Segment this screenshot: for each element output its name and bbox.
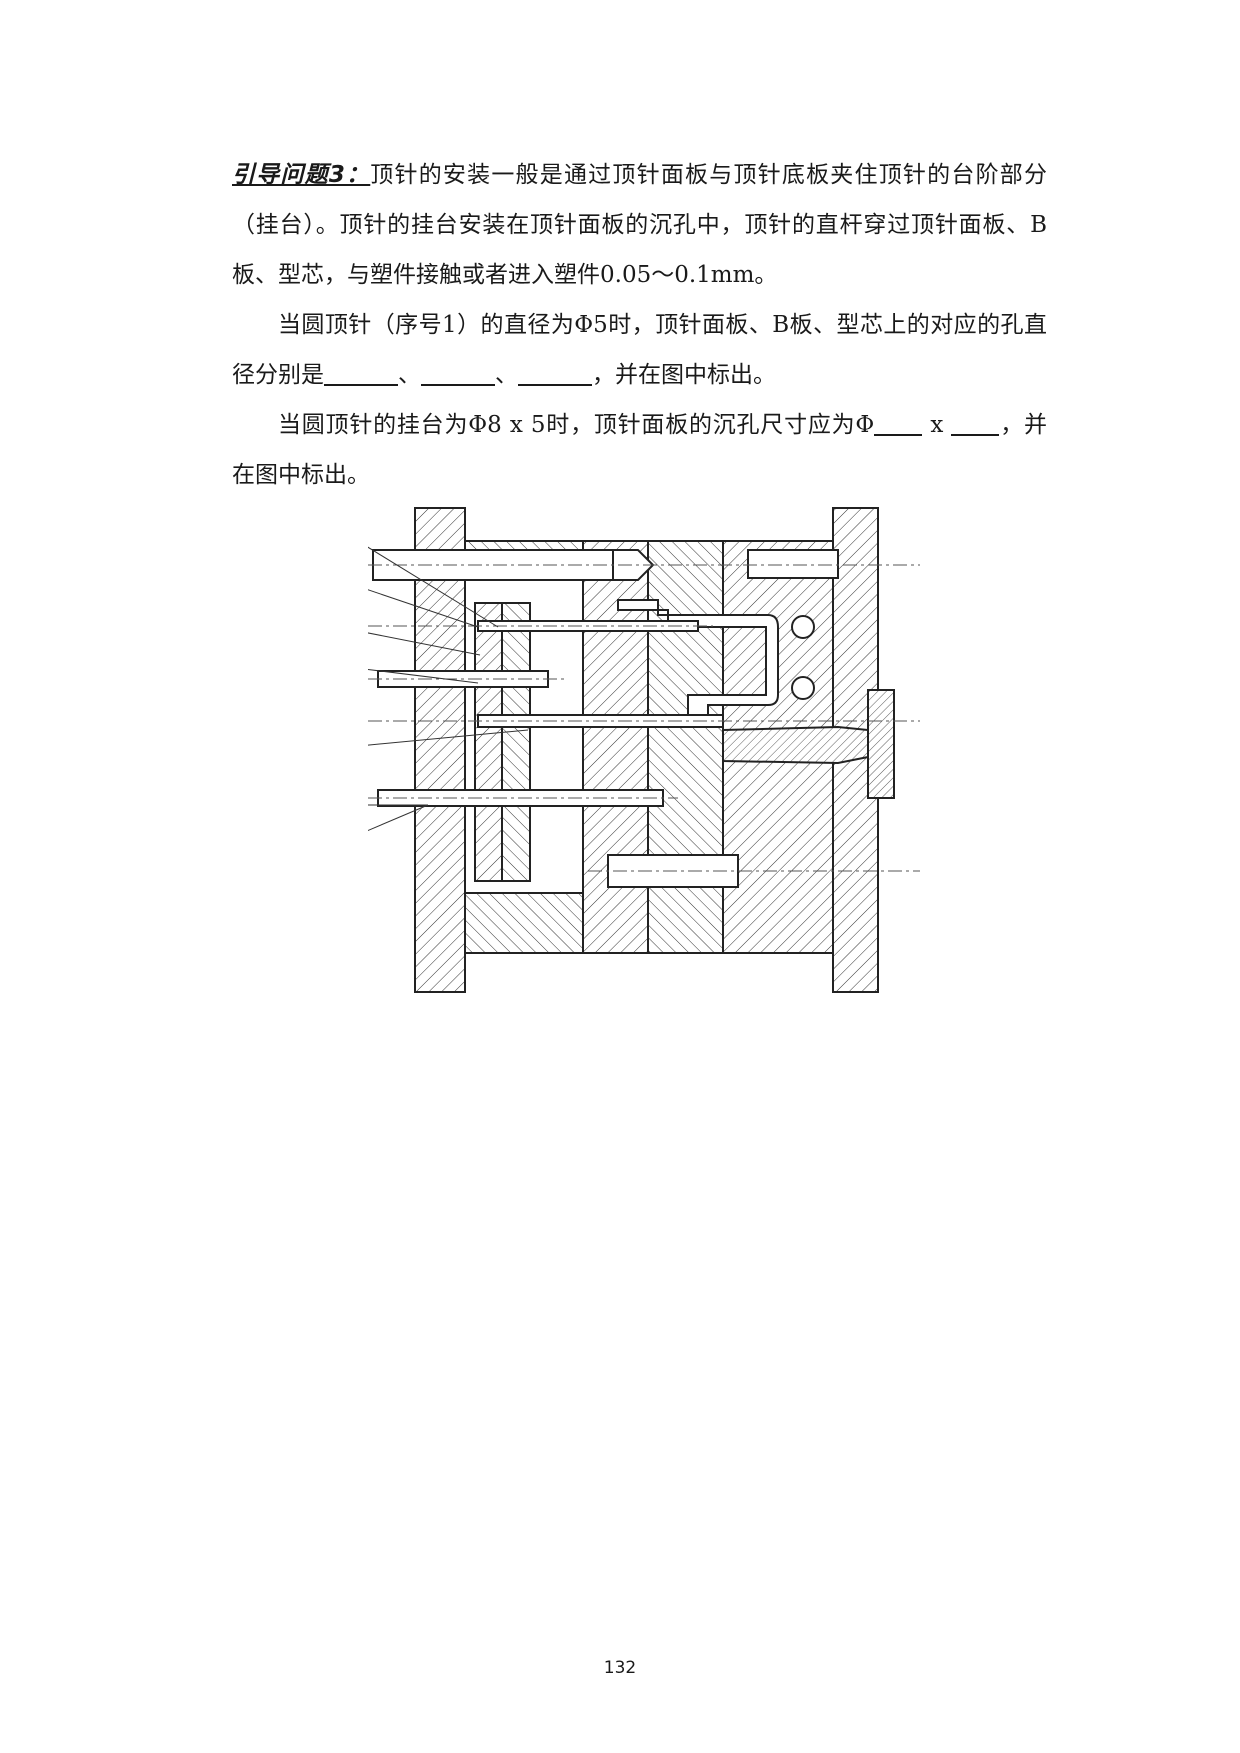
question-paragraph-2: 当圆顶针（序号1）的直径为Φ5时，顶针面板、B板、型芯上的对应的孔直径分别是、 、… [232,300,1047,400]
question-text: 引导问题3：顶针的安装一般是通过顶针面板与顶针底板夹住顶针的台阶部分（挂台）。顶… [232,150,1047,500]
ejector-retainer-plate [474,602,503,882]
blank-separator-1: 、 [398,362,421,388]
answer-blank-1[interactable] [324,358,398,386]
answer-blank-3[interactable] [518,358,592,386]
blank-separator-2: 、 [495,362,518,388]
locating-ring [867,689,895,799]
question-paragraph-2-end: ，并在图中标出。 [592,362,776,388]
cooling-channel-1 [791,615,815,639]
answer-blank-diameter[interactable] [874,408,923,436]
cooling-channel-2 [791,676,815,700]
core-plate [647,540,724,954]
question-paragraph-1-text: 顶针的安装一般是通过顶针面板与顶针底板夹住顶针的台阶部分（挂台）。顶针的挂台安装… [232,162,1047,288]
bottom-clamp-plate [414,507,466,993]
ejector-plate [501,602,531,882]
spacer-block-bottom [464,892,584,954]
question-paragraph-3-start: 当圆顶针的挂台为Φ8 x 5时，顶针面板的沉孔尺寸应为Φ [278,412,875,438]
question-paragraph-1: 引导问题3：顶针的安装一般是通过顶针面板与顶针底板夹住顶针的台阶部分（挂台）。顶… [232,150,1047,300]
question-paragraph-3-end: ，并在图中标出。 [232,412,1048,488]
answer-blank-2[interactable] [421,358,495,386]
screw-upper-left-tip [612,549,655,581]
question-label: 引导问题3： [232,162,371,188]
mold-section-drawing: 1 2 3 4 5 6 7 8 [368,507,920,993]
question-paragraph-3-mid: x [922,412,952,438]
question-paragraph-2-start: 当圆顶针（序号1）的直径为Φ5时，顶针面板、B板、型芯上的对应的孔直径分别是 [232,312,1047,388]
page-number: 132 [603,1658,637,1678]
question-paragraph-3: 当圆顶针的挂台为Φ8 x 5时，顶针面板的沉孔尺寸应为Φ x ，并在图中标出。 [232,400,1047,500]
answer-blank-depth[interactable] [951,408,1000,436]
sprue-bushing [722,725,869,765]
screw-upper-right [747,549,839,579]
